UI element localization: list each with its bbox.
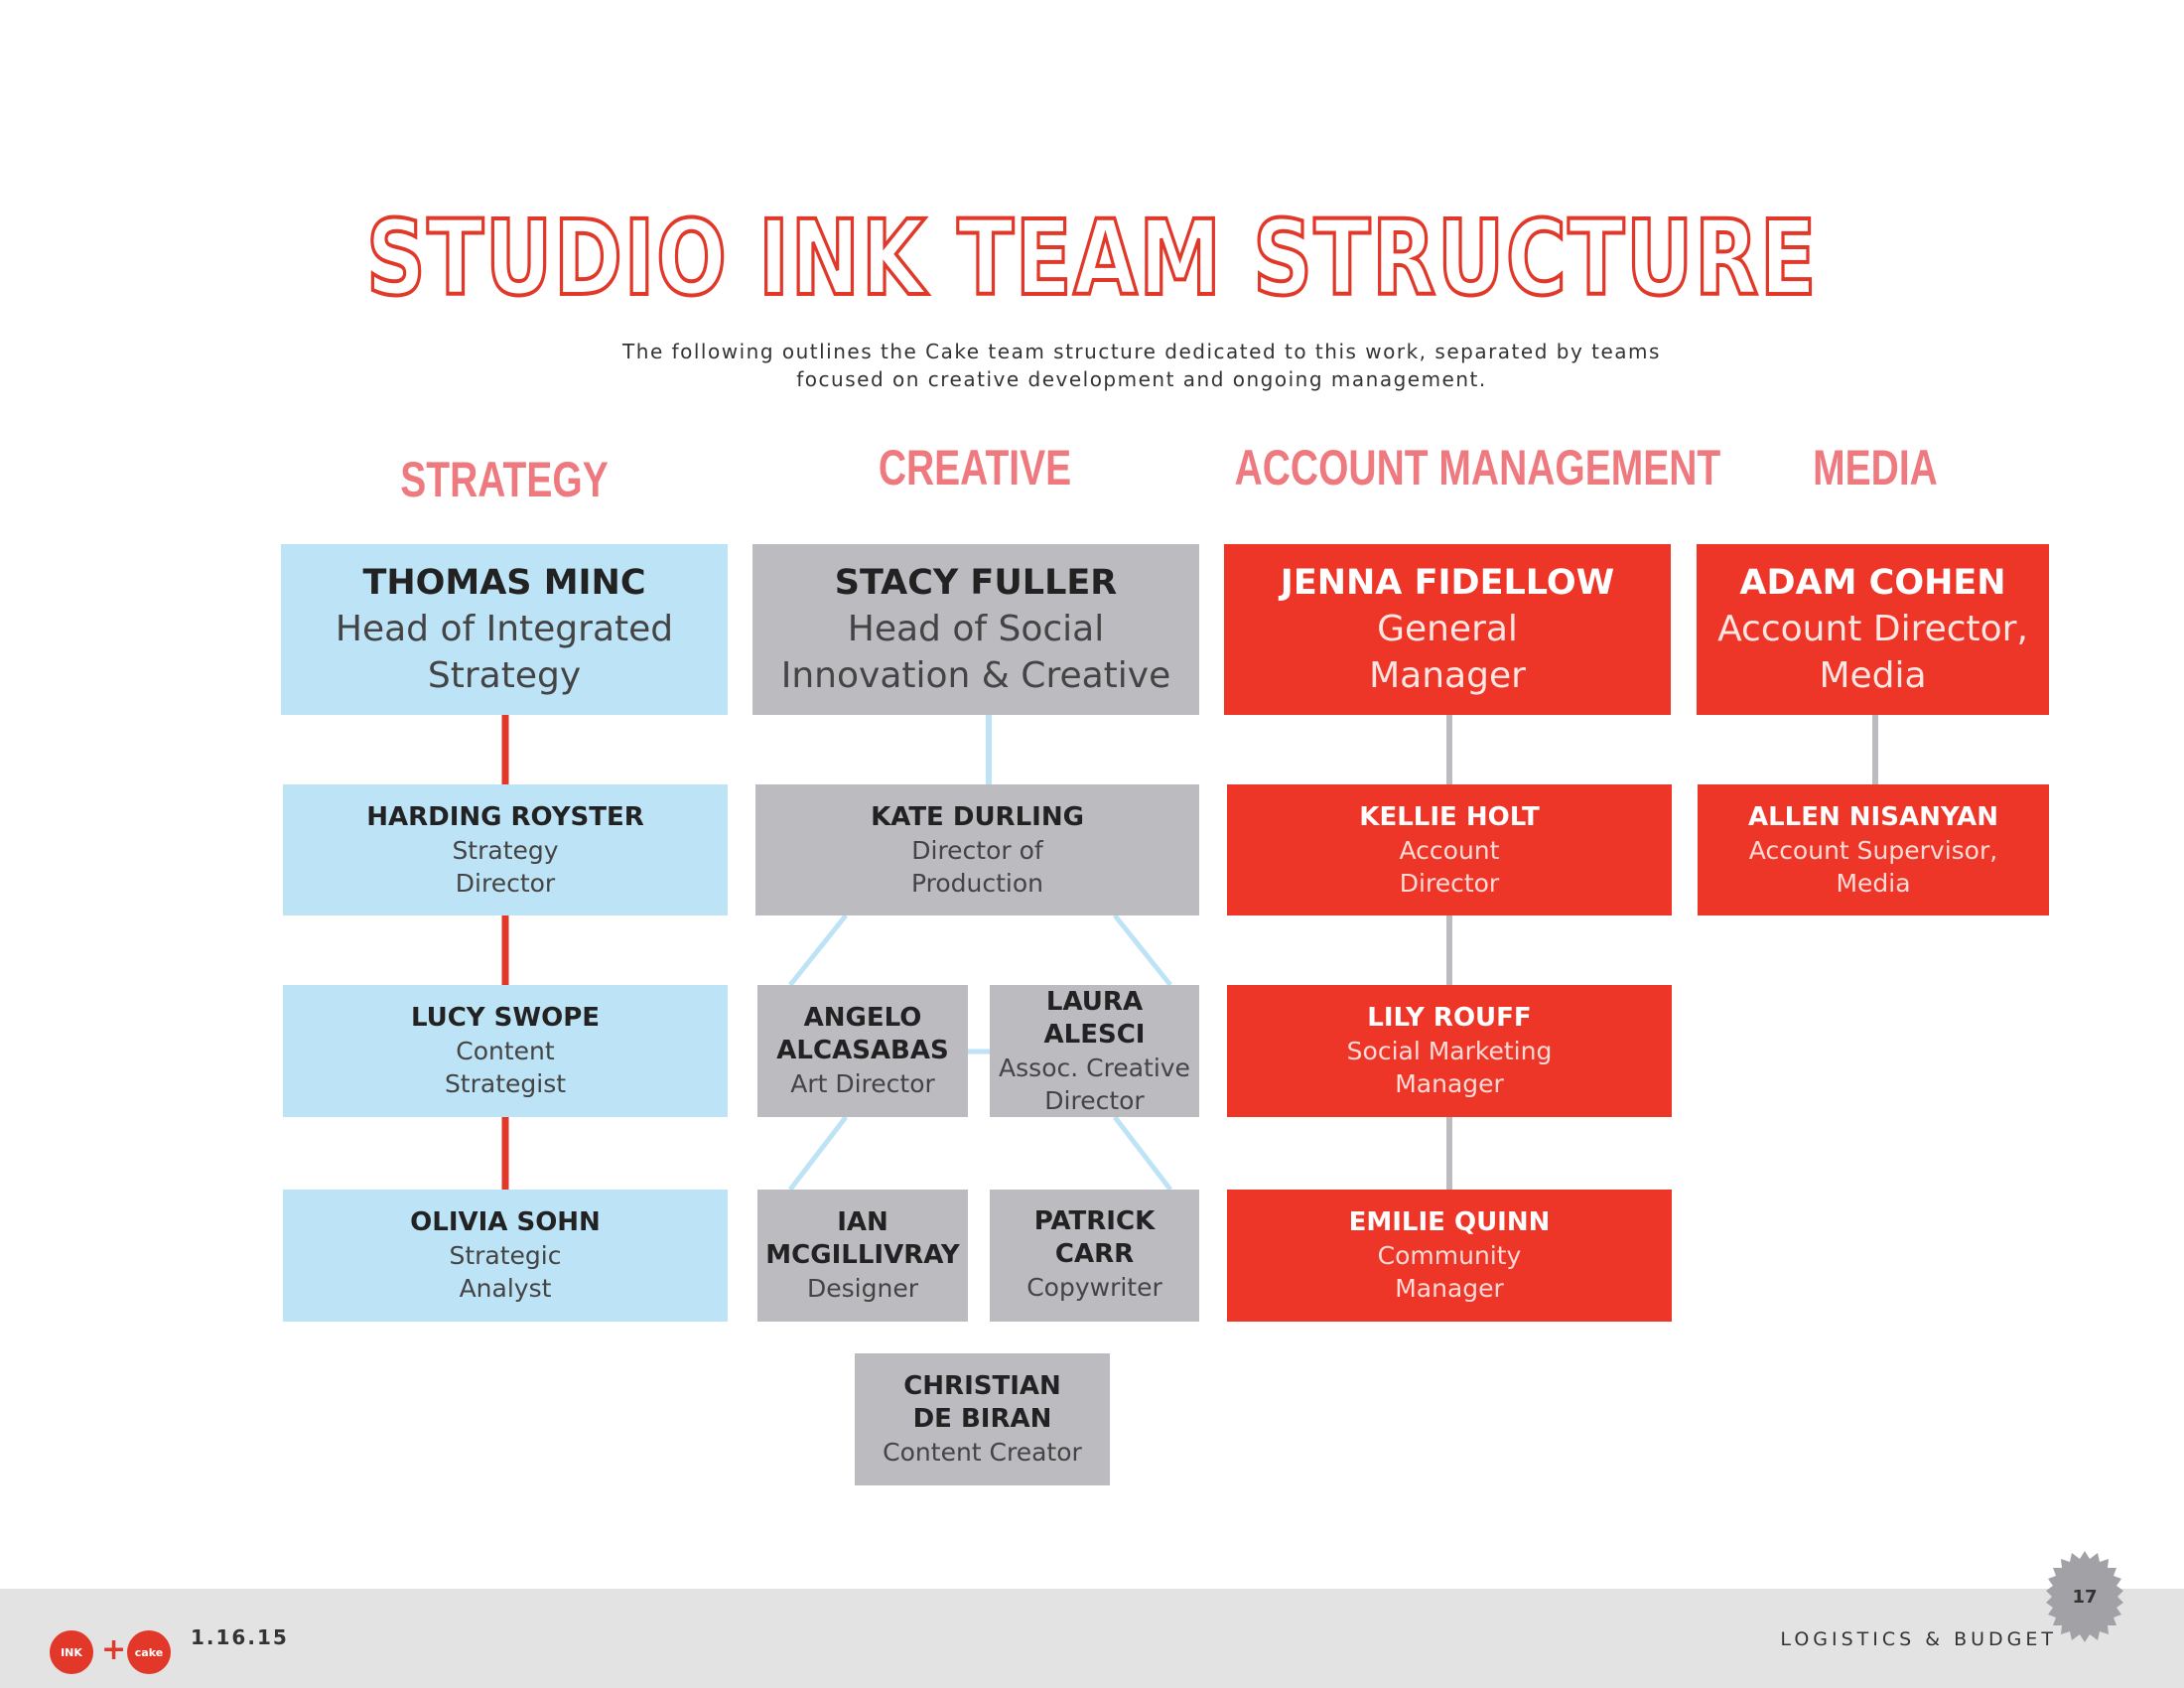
person-name: ADAM COHEN (1739, 563, 2006, 603)
person-role: Strategy (452, 835, 559, 865)
connector-creative-2 (788, 914, 848, 987)
org-box-patrick-carr: PATRICK CARR Copywriter (990, 1190, 1199, 1322)
person-role: Content Creator (883, 1438, 1082, 1467)
org-box-jenna-fidellow: JENNA FIDELLOW General Manager (1224, 544, 1671, 715)
connector-creative-6 (1113, 1115, 1172, 1192)
connector-creative-5 (788, 1115, 848, 1192)
connector-creative-3 (1113, 914, 1172, 987)
person-name: STACY FULLER (834, 563, 1118, 603)
person-role: General (1377, 609, 1518, 649)
org-box-ian-mcgillivray: IAN MCGILLIVRAY Designer (757, 1190, 968, 1322)
column-heading-strategy: STRATEGY (400, 452, 609, 507)
person-role: Strategic (449, 1241, 562, 1270)
person-role: Account Supervisor, (1748, 835, 1998, 865)
person-role: Head of Integrated (335, 609, 674, 649)
person-role: Manager (1395, 1274, 1504, 1303)
person-name: EMILIE QUINN (1348, 1207, 1551, 1237)
org-box-kate-durling: KATE DURLING Director of Production (755, 784, 1199, 915)
person-role: Content (456, 1037, 555, 1065)
person-name: ALLEN NISANYAN (1747, 801, 1999, 832)
person-name: CHRISTIAN (903, 1371, 1061, 1401)
person-name: IAN (837, 1207, 888, 1237)
person-name: KELLIE HOLT (1359, 801, 1540, 832)
org-box-lucy-swope: LUCY SWOPE Content Strategist (283, 985, 728, 1117)
person-name: MCGILLIVRAY (765, 1240, 960, 1270)
column-heading-media: MEDIA (1813, 440, 1938, 495)
person-name: THOMAS MINC (362, 563, 646, 603)
person-role: Account Director, (1717, 609, 2028, 649)
person-role: Community (1377, 1241, 1522, 1270)
org-box-laura-alesci: LAURA ALESCI Assoc. Creative Director (990, 985, 1199, 1117)
subtitle-line: The following outlines the Cake team str… (622, 340, 1661, 363)
person-name: JENNA FIDELLOW (1280, 563, 1615, 603)
subtitle-line: focused on creative development and ongo… (796, 367, 1487, 391)
person-role: Account (1399, 835, 1500, 865)
person-role: Art Director (790, 1069, 935, 1098)
person-name: PATRICK CARR (1033, 1206, 1156, 1269)
person-role: Social Marketing (1346, 1037, 1553, 1065)
person-name: DE BIRAN (912, 1404, 1052, 1434)
person-name: ALCASABAS (776, 1036, 949, 1065)
person-name: ANGELO (803, 1003, 922, 1033)
org-box-allen-nisanyan: ALLEN NISANYAN Account Supervisor, Media (1698, 784, 2049, 915)
column-heading-account-management: ACCOUNT MANAGEMENT (1234, 440, 1721, 495)
person-role: Innovation & Creative (780, 655, 1171, 696)
org-box-stacy-fuller: STACY FULLER Head of Social Innovation &… (752, 544, 1199, 715)
person-role: Strategy (427, 655, 582, 696)
person-role: Director (1044, 1085, 1145, 1115)
page-footer: INK + cake 1.16.15 LOGISTICS & BUDGET (0, 1589, 2184, 1688)
person-role: Director (455, 868, 556, 898)
org-box-christian-de-biran: CHRISTIAN DE BIRAN Content Creator (855, 1353, 1110, 1485)
org-box-thomas-minc: THOMAS MINC Head of Integrated Strategy (281, 544, 728, 715)
person-role: Production (910, 868, 1043, 898)
person-role: Director of (911, 835, 1043, 865)
org-box-angelo-alcasabas: ANGELO ALCASABAS Art Director (757, 985, 968, 1117)
org-box-emilie-quinn: EMILIE QUINN Community Manager (1227, 1190, 1672, 1322)
plus-sign: + (101, 1632, 127, 1667)
cake-logo: cake (127, 1630, 171, 1674)
org-box-adam-cohen: ADAM COHEN Account Director, Media (1697, 544, 2049, 715)
person-role: Strategist (444, 1069, 567, 1098)
person-role: Media (1836, 868, 1911, 898)
org-box-kellie-holt: KELLIE HOLT Account Director (1227, 784, 1672, 915)
person-name: LAURA ALESCI (1043, 986, 1146, 1050)
person-role: Manager (1395, 1069, 1504, 1098)
org-box-harding-royster: HARDING ROYSTER Strategy Director (283, 784, 728, 915)
person-role: Copywriter (1026, 1273, 1162, 1302)
footer-section-label: LOGISTICS & BUDGET (1780, 1628, 2057, 1650)
person-role: Analyst (459, 1274, 552, 1303)
page-number-badge-icon (2046, 1551, 2123, 1642)
footer-date: 1.16.15 (191, 1625, 289, 1649)
org-box-olivia-sohn: OLIVIA SOHN Strategic Analyst (283, 1190, 728, 1322)
person-role: Assoc. Creative (999, 1053, 1190, 1082)
studio-ink-logo: INK (50, 1630, 93, 1674)
org-box-lily-rouff: LILY ROUFF Social Marketing Manager (1227, 985, 1672, 1117)
person-role: Head of Social (847, 609, 1105, 649)
person-name: LUCY SWOPE (410, 1003, 601, 1033)
person-role: Media (1819, 655, 1927, 696)
page-number: 17 (2072, 1586, 2098, 1608)
person-name: HARDING ROYSTER (366, 801, 644, 832)
person-name: LILY ROUFF (1367, 1003, 1532, 1033)
person-name: OLIVIA SOHN (410, 1207, 601, 1237)
person-role: Designer (807, 1274, 918, 1303)
page-subtitle: The following outlines the Cake team str… (596, 338, 1688, 393)
person-role: Manager (1369, 655, 1526, 696)
person-role: Director (1399, 868, 1500, 898)
column-heading-creative: CREATIVE (878, 440, 1072, 495)
page-title: STUDIO INK TEAM STRUCTURE (364, 196, 1819, 321)
person-name: KATE DURLING (871, 801, 1084, 832)
